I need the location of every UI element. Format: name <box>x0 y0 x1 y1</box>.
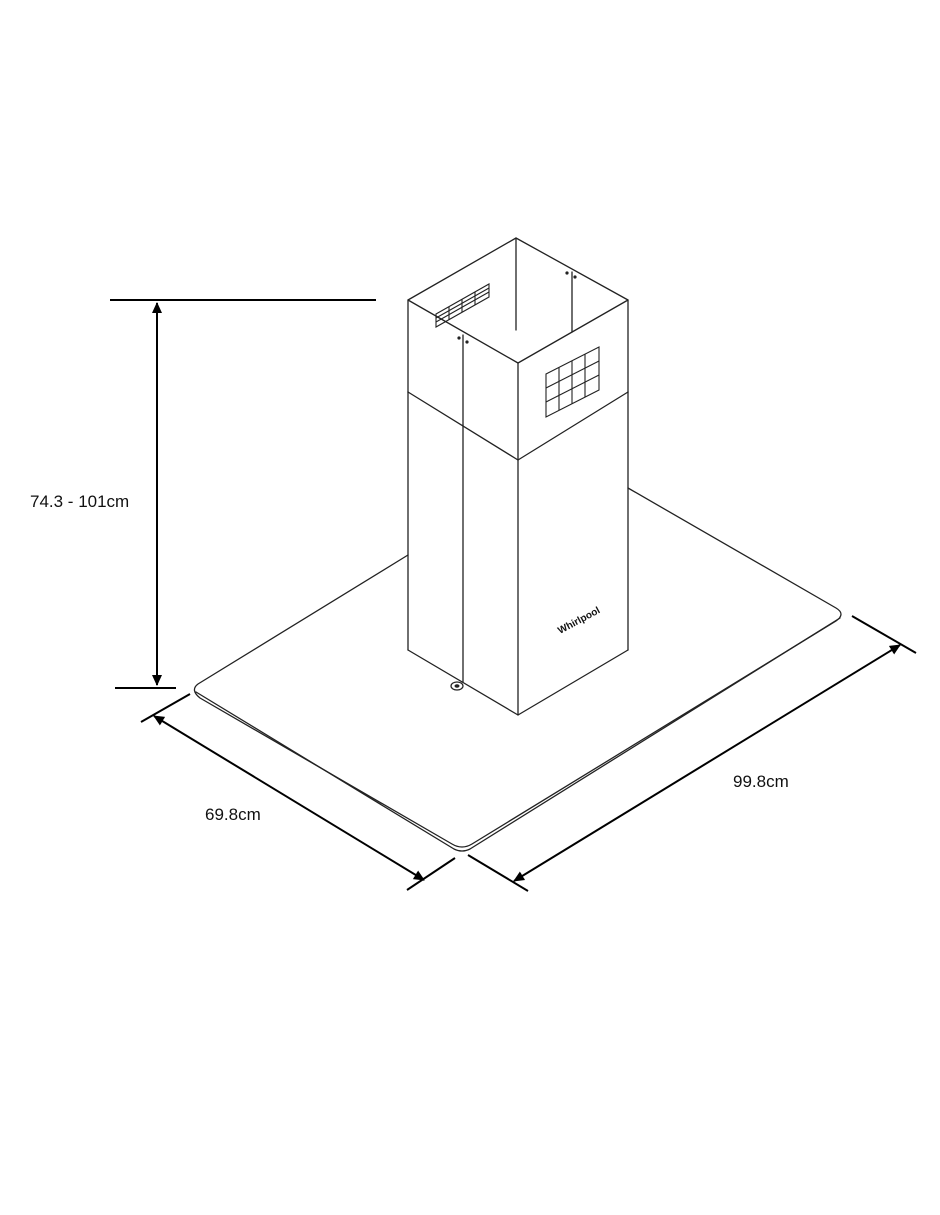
width-dimension-label: 99.8cm <box>733 772 789 791</box>
cable-outlet <box>450 681 464 691</box>
height-dimension <box>110 299 376 689</box>
vent-slots-front <box>545 346 600 418</box>
hood-canopy <box>193 487 842 852</box>
height-dimension-label: 74.3 - 101cm <box>30 492 130 511</box>
vent-slots-rear <box>435 283 490 328</box>
depth-dimension <box>140 693 456 891</box>
depth-dimension-label: 69.8cm <box>205 805 261 824</box>
width-dimension <box>467 615 917 892</box>
brand-logo: Whirlpool <box>556 605 602 636</box>
upper-chimney <box>407 237 629 461</box>
